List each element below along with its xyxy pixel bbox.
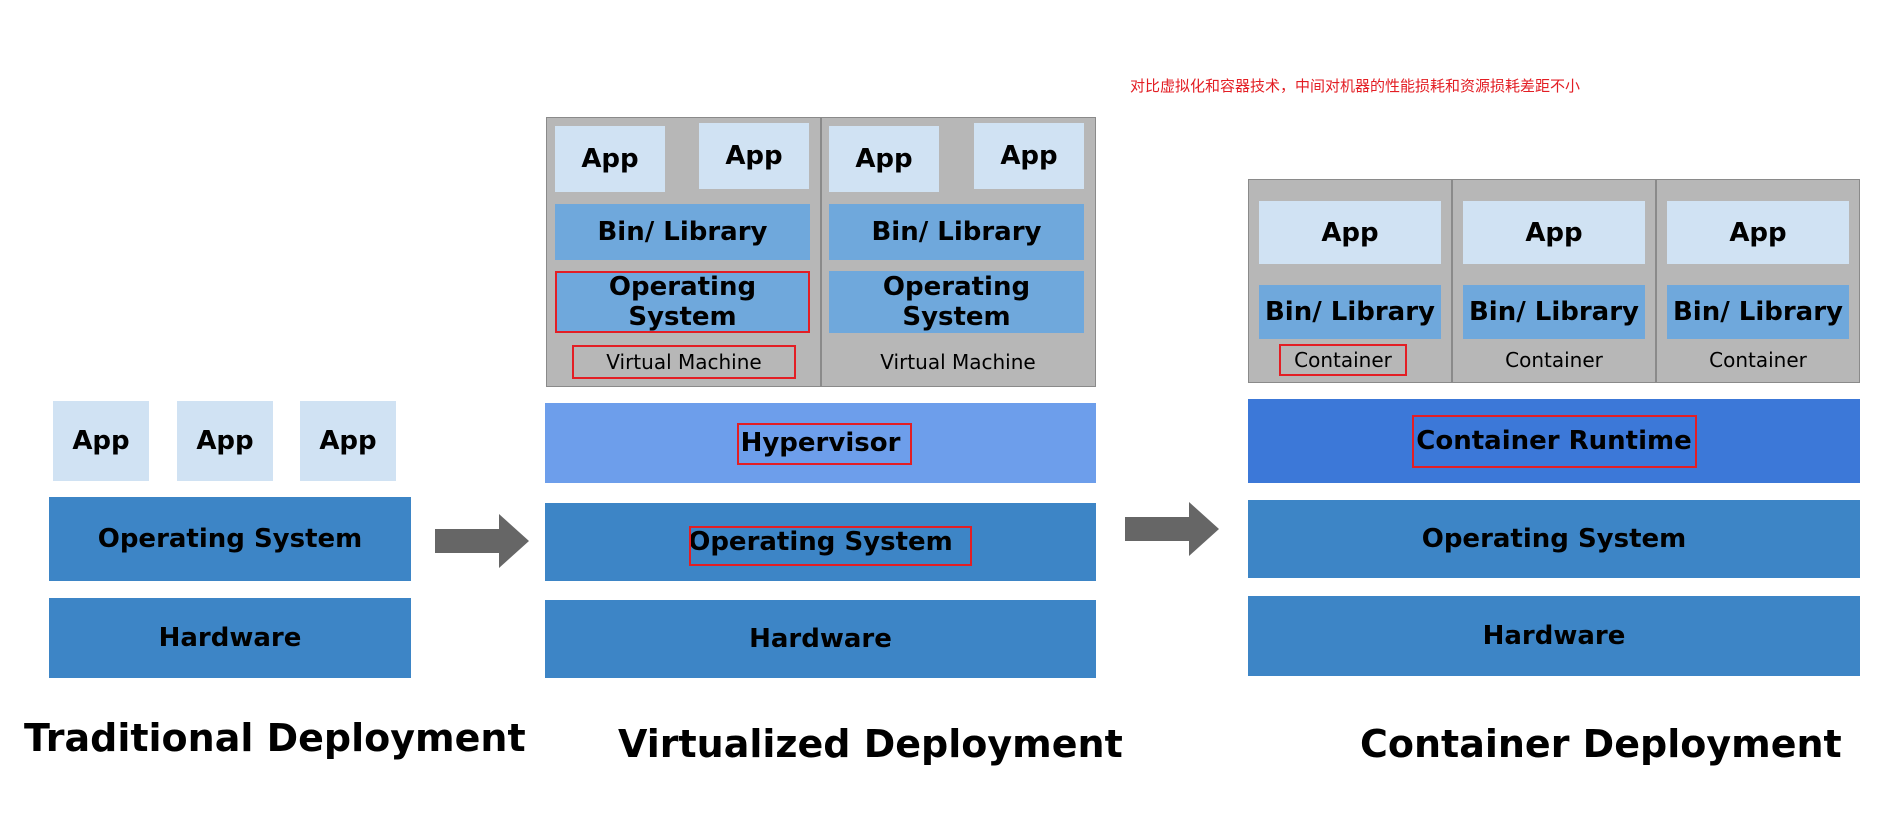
vm1-virtual-machine-label: Virtual Machine (606, 350, 762, 374)
traditional-deployment-title: Traditional Deployment (24, 716, 526, 760)
container-operating-system: Operating System (1248, 500, 1860, 578)
traditional-app-2: App (177, 401, 273, 481)
arrow-right-icon (1125, 502, 1219, 556)
virtualized-hardware: Hardware (545, 600, 1096, 678)
vm1-app-2: App (699, 123, 809, 189)
vm2-bin-library: Bin/ Library (829, 204, 1084, 260)
traditional-operating-system: Operating System (49, 497, 411, 581)
vm2-app-2: App (974, 123, 1084, 189)
container2-label: Container (1505, 348, 1603, 372)
container-deployment-title: Container Deployment (1360, 722, 1842, 766)
container3-label: Container (1709, 348, 1807, 372)
vm1-bin-library: Bin/ Library (555, 204, 810, 260)
vm1-operating-system: Operating System (555, 271, 810, 333)
vm2-operating-system: Operating System (829, 271, 1084, 333)
container3-app: App (1667, 201, 1849, 264)
container-divider-2 (1655, 179, 1657, 383)
vm1-app-1: App (555, 126, 665, 192)
container1-label: Container (1294, 348, 1392, 372)
arrow-right-icon (435, 514, 529, 568)
vm2-app-1: App (829, 126, 939, 192)
vm-divider (820, 117, 822, 387)
container3-bin-library: Bin/ Library (1667, 285, 1849, 339)
traditional-hardware: Hardware (49, 598, 411, 678)
virtualized-deployment-title: Virtualized Deployment (618, 722, 1123, 766)
container2-app: App (1463, 201, 1645, 264)
container1-app: App (1259, 201, 1441, 264)
traditional-app-3: App (300, 401, 396, 481)
container1-bin-library: Bin/ Library (1259, 285, 1441, 339)
virtualized-operating-system: Operating System (545, 503, 1096, 581)
hypervisor: Hypervisor (545, 403, 1096, 483)
container-divider-1 (1451, 179, 1453, 383)
container-runtime: Container Runtime (1248, 399, 1860, 483)
traditional-app-1: App (53, 401, 149, 481)
comparison-note: 对比虚拟化和容器技术，中间对机器的性能损耗和资源损耗差距不小 (1130, 77, 1581, 95)
container2-bin-library: Bin/ Library (1463, 285, 1645, 339)
vm2-virtual-machine-label: Virtual Machine (880, 350, 1036, 374)
container-hardware: Hardware (1248, 596, 1860, 676)
